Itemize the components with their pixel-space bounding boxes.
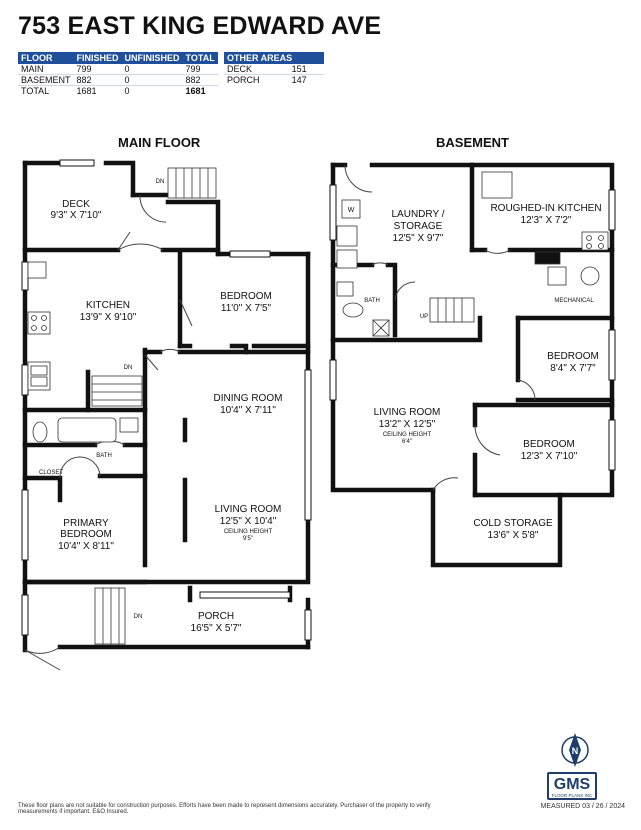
- table-row: BASEMENT 882 0 882: [18, 74, 218, 86]
- table-cell: 882: [73, 74, 122, 86]
- deck-dims: 9'3" X 7'10": [51, 210, 102, 221]
- bath-label: BATH: [364, 298, 380, 304]
- bedroom-1-name: BEDROOM: [547, 351, 599, 362]
- main-floor-stairs: [91, 167, 217, 645]
- gms-logo-subtitle: FLOOR PLANS INC: [551, 793, 593, 798]
- living-ceiling-label: CEILING HEIGHT: [224, 529, 273, 535]
- bedroom-name: BEDROOM: [220, 291, 272, 302]
- column-header: FLOOR: [18, 52, 74, 64]
- roughed-kitchen-dims: 12'3" X 7'2": [521, 215, 572, 226]
- mechanical-label: MECHANICAL: [554, 298, 594, 304]
- main-floor-title: MAIN FLOOR: [118, 135, 201, 150]
- disclaimer: These floor plans are not suitable for c…: [18, 803, 431, 815]
- basement-living-name: LIVING ROOM: [374, 407, 441, 418]
- other-areas-table: OTHER AREAS DECK 151 PORCH 147: [224, 52, 324, 85]
- basement-doors: [344, 164, 536, 491]
- primary-bedroom-dims: 10'4" X 8'11": [58, 541, 114, 552]
- deck-name: DECK: [62, 199, 90, 210]
- roughed-kitchen-name: ROUGHED-IN KITCHEN: [490, 203, 601, 214]
- primary-bedroom-name-2: BEDROOM: [60, 529, 112, 540]
- primary-bedroom-name-1: PRIMARY: [63, 518, 109, 529]
- bedroom-2-name: BEDROOM: [523, 439, 575, 450]
- basement-fixtures: [336, 171, 609, 337]
- basement-living-dims: 13'2" X 12'5": [379, 419, 436, 430]
- laundry-dims: 12'5" X 9'7": [393, 233, 444, 244]
- table-cell-total: 1681: [185, 86, 206, 96]
- basement-ceiling-value: 6'4": [402, 439, 412, 445]
- laundry-name-2: STORAGE: [394, 221, 443, 232]
- washer-label: W: [348, 207, 355, 214]
- table-cell: MAIN: [18, 64, 74, 75]
- column-header: OTHER AREAS: [224, 52, 324, 64]
- compass-north-label: N: [572, 746, 579, 756]
- compass-icon: N: [561, 733, 589, 767]
- main-floor-labels: DECK 9'3" X 7'10" KITCHEN 13'9" X 9'10" …: [39, 179, 282, 634]
- column-header: TOTAL: [182, 52, 218, 64]
- table-cell: 882: [182, 74, 218, 86]
- table-row-total: TOTAL 1681 0 1681: [18, 86, 218, 97]
- table-cell: 799: [73, 64, 122, 75]
- floor-area-table: FLOOR FINISHED UNFINISHED TOTAL MAIN 799…: [18, 52, 218, 96]
- basement-ceiling-label: CEILING HEIGHT: [383, 432, 432, 438]
- table-row: PORCH 147: [224, 75, 324, 86]
- porch-dims: 16'5" X 5'7": [191, 623, 242, 634]
- table-cell: 0: [124, 86, 130, 96]
- table-cell: 1681: [76, 86, 97, 96]
- cold-storage-dims: 13'6" X 5'8": [488, 530, 539, 541]
- main-floor-fixtures: [27, 261, 139, 443]
- measured-date: MEASURED 03 / 26 / 2024: [540, 803, 625, 810]
- stairs-up-label: UP: [420, 314, 428, 320]
- stairs-down-label: DN: [134, 614, 143, 620]
- living-room-dims: 12'5" X 10'4": [220, 516, 277, 527]
- bedroom-2-dims: 12'3" X 7'10": [521, 451, 578, 462]
- column-header: UNFINISHED: [121, 52, 183, 64]
- table-row: MAIN 799 0 799: [18, 64, 218, 75]
- property-address: 753 EAST KING EDWARD AVE: [18, 12, 382, 40]
- basement-labels: LAUNDRY / STORAGE 12'5" X 9'7" ROUGHED-I…: [348, 203, 602, 541]
- table-row: DECK 151: [224, 64, 324, 75]
- kitchen-dims: 13'9" X 9'10": [80, 312, 137, 323]
- gms-logo: GMS: [547, 772, 597, 800]
- basement-stairs: [429, 297, 475, 323]
- dining-room-name: DINING ROOM: [214, 393, 283, 404]
- table-cell: 799: [182, 64, 218, 75]
- table-cell: BASEMENT: [18, 74, 74, 86]
- closet-label: CLOSET: [39, 470, 63, 476]
- table-cell: TOTAL: [21, 86, 50, 96]
- table-cell: 151: [288, 64, 324, 75]
- table-header-row: FLOOR FINISHED UNFINISHED TOTAL: [18, 52, 218, 64]
- bath-label: BATH: [96, 453, 112, 459]
- cold-storage-name: COLD STORAGE: [473, 518, 553, 529]
- table-header-row: OTHER AREAS: [224, 52, 324, 64]
- table-cell: 0: [121, 64, 183, 75]
- kitchen-name: KITCHEN: [86, 300, 130, 311]
- living-ceiling-value: 9'5": [243, 536, 253, 542]
- basement-windows: [329, 184, 616, 471]
- table-cell: DECK: [224, 64, 289, 75]
- laundry-name-1: LAUNDRY /: [392, 209, 445, 220]
- living-room-name: LIVING ROOM: [215, 504, 282, 515]
- bedroom-1-dims: 8'4" X 7'7": [550, 363, 596, 374]
- dining-room-dims: 10'4" X 7'11": [220, 405, 276, 416]
- porch-name: PORCH: [198, 611, 234, 622]
- bedroom-dims: 11'0" X 7'5": [221, 303, 272, 314]
- stairs-down-label: DN: [124, 365, 133, 371]
- table-cell: PORCH: [227, 75, 260, 85]
- table-cell: 147: [291, 75, 307, 85]
- table-cell: 0: [121, 74, 183, 86]
- stairs-down-label: DN: [156, 179, 165, 185]
- basement-title: BASEMENT: [436, 135, 509, 150]
- main-floor-windows: [21, 159, 312, 641]
- column-header: FINISHED: [73, 52, 122, 64]
